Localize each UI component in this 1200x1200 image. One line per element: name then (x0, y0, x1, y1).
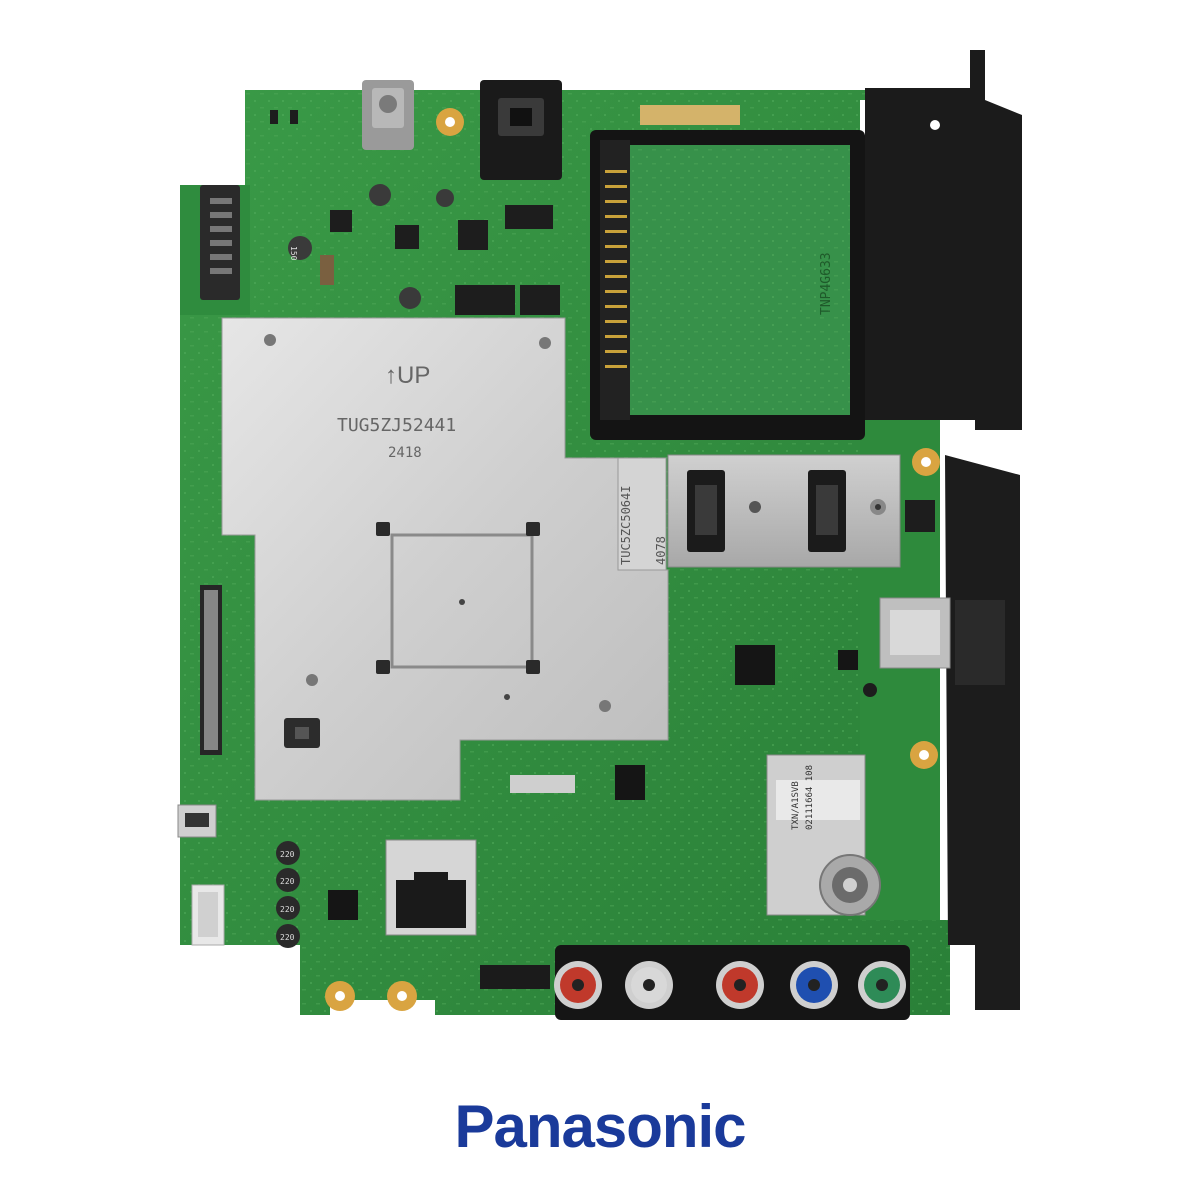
shield-date-label: 2418 (388, 445, 422, 461)
white-connector (191, 884, 225, 946)
shield-part-label: TUG5ZJ52441 (337, 415, 456, 436)
ribbon-connector (200, 585, 222, 755)
rca-jack-4 (790, 961, 838, 1009)
soc-heat-shield (221, 317, 669, 801)
shield-up-label: ↑UP (385, 362, 430, 389)
power-connector (200, 185, 240, 300)
small-components (270, 110, 560, 315)
small-black-connector (480, 965, 550, 989)
brand-logo: Panasonic (454, 1093, 746, 1160)
hdmi-bracket-code: TUC5ZC5064I (619, 486, 633, 565)
hdmi-bracket-sub: 4078 (654, 536, 668, 565)
inductor-label-2: 220 (280, 877, 295, 886)
ci-card-slot (590, 105, 865, 440)
grey-switch (362, 80, 414, 150)
inductor-label-4: 220 (280, 933, 295, 942)
black-mounting-frame (865, 50, 1022, 1010)
ethernet-port (385, 839, 477, 936)
optical-audio-port (480, 80, 562, 180)
hdmi-port-2 (808, 470, 846, 552)
inductor-label-3: 220 (280, 905, 295, 914)
rca-jack-5 (858, 961, 906, 1009)
inductors (276, 841, 300, 948)
inductor-label-1: 220 (280, 850, 295, 859)
inductor-small-label: 150 (289, 246, 298, 261)
tuner-label-1: TXN/A1SVB (791, 781, 801, 830)
hdmi-port-1 (687, 470, 725, 552)
rca-jacks (554, 961, 906, 1009)
rca-jack-3 (716, 961, 764, 1009)
pcb-part-label: TNP4G633 (819, 252, 834, 315)
rca-jack-2 (625, 961, 673, 1009)
tuner-label-2: 02111664 108 (805, 765, 815, 830)
rca-jack-1 (554, 961, 602, 1009)
processor-chips (328, 645, 858, 920)
mounting-holes (325, 108, 940, 1011)
tv-tuner (766, 754, 881, 916)
side-hdmi-port (863, 500, 951, 697)
mini-usb-port (177, 804, 217, 838)
